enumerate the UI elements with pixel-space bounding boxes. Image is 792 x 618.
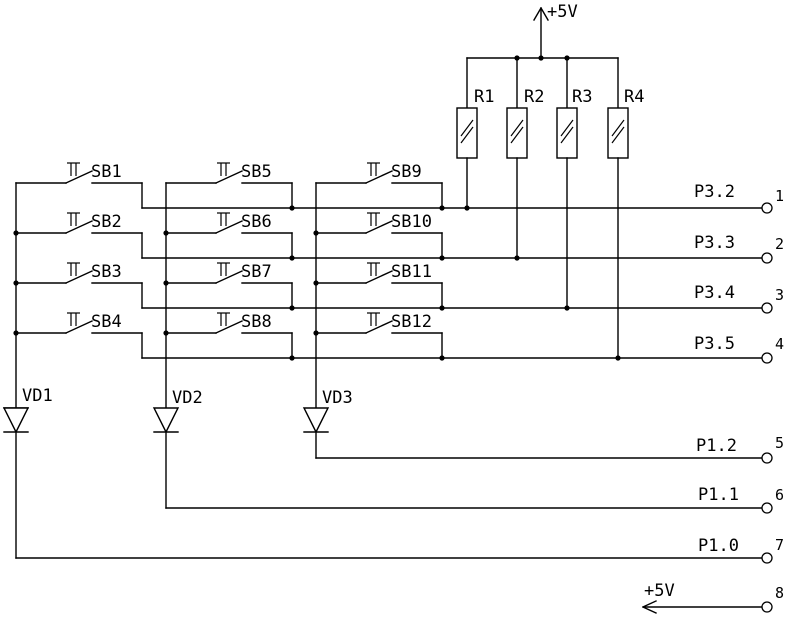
pin-number: 1 xyxy=(775,187,784,205)
resistor-r2: R2 xyxy=(506,57,544,259)
switch-label: SB12 xyxy=(391,312,432,332)
port-label: P1.0 xyxy=(698,536,739,556)
port-label: P3.5 xyxy=(694,334,735,354)
top-supply: +5V xyxy=(466,2,619,61)
switch-sb10: SB10 xyxy=(315,212,445,261)
diode-vd2: VD2 xyxy=(152,388,203,509)
terminal-8 xyxy=(761,601,773,613)
switch-sb11: SB11 xyxy=(315,262,445,311)
pin-number: 2 xyxy=(775,235,784,253)
pin-number: 6 xyxy=(775,486,784,504)
terminal-4 xyxy=(761,352,773,364)
switch-label: SB9 xyxy=(391,162,422,182)
top-supply-label: +5V xyxy=(547,2,578,22)
terminal-3 xyxy=(761,302,773,314)
switch-sb7: SB7 xyxy=(165,262,295,311)
switch-label: SB8 xyxy=(241,312,272,332)
switch-label: SB11 xyxy=(391,262,432,282)
terminal-1 xyxy=(761,202,773,214)
switch-sb9: SB9 xyxy=(315,162,445,211)
switch-sb3: SB3 xyxy=(15,262,143,309)
bottom-supply: +5V xyxy=(642,581,763,614)
column-3 xyxy=(313,182,319,409)
switch-label: SB4 xyxy=(91,312,122,332)
pin-number: 5 xyxy=(775,434,784,452)
pin-number: 7 xyxy=(775,536,784,554)
switch-sb8: SB8 xyxy=(165,312,295,361)
switch-label: SB5 xyxy=(241,162,272,182)
column-2 xyxy=(163,182,169,409)
switch-sb2: SB2 xyxy=(15,212,143,259)
bottom-supply-label: +5V xyxy=(644,581,675,601)
switch-sb4: SB4 xyxy=(15,312,143,359)
terminals: 1 2 3 4 5 6 7 8 xyxy=(761,187,784,613)
resistor-label: R1 xyxy=(474,87,494,107)
switch-label: SB10 xyxy=(391,212,432,232)
switch-label: SB3 xyxy=(91,262,122,282)
diode-label: VD3 xyxy=(322,388,353,408)
pin-number: 3 xyxy=(775,286,784,304)
pin-number: 8 xyxy=(775,584,784,602)
terminal-7 xyxy=(761,552,773,564)
port-labels: P3.2 P3.3 P3.4 P3.5 P1.2 P1.1 P1.0 xyxy=(694,182,739,556)
diode-label: VD1 xyxy=(22,386,53,406)
diode-label: VD2 xyxy=(172,388,203,408)
terminal-6 xyxy=(761,502,773,514)
resistor-label: R2 xyxy=(524,87,544,107)
pin-number: 4 xyxy=(775,335,784,353)
switch-label: SB6 xyxy=(241,212,272,232)
switch-sb5: SB5 xyxy=(165,162,295,211)
row-buses xyxy=(141,205,763,361)
resistor-r3: R3 xyxy=(556,57,592,309)
port-label: P3.3 xyxy=(694,233,735,253)
terminal-5 xyxy=(761,452,773,464)
column-1 xyxy=(13,182,19,409)
resistor-r1: R1 xyxy=(456,57,494,209)
switch-label: SB7 xyxy=(241,262,272,282)
resistor-label: R3 xyxy=(572,87,592,107)
port-label: P3.2 xyxy=(694,182,735,202)
switch-label: SB2 xyxy=(91,212,122,232)
switch-sb6: SB6 xyxy=(165,212,295,261)
switch-label: SB1 xyxy=(91,162,122,182)
port-label: P1.2 xyxy=(696,436,737,456)
switch-sb12: SB12 xyxy=(315,312,445,361)
port-label: P1.1 xyxy=(698,485,739,505)
diode-vd1: VD1 xyxy=(2,386,53,559)
p1-lines xyxy=(15,457,763,559)
terminal-2 xyxy=(761,252,773,264)
switch-sb1: SB1 xyxy=(15,162,143,209)
diode-vd3: VD3 xyxy=(302,388,353,459)
resistor-label: R4 xyxy=(624,87,644,107)
port-label: P3.4 xyxy=(694,283,735,303)
